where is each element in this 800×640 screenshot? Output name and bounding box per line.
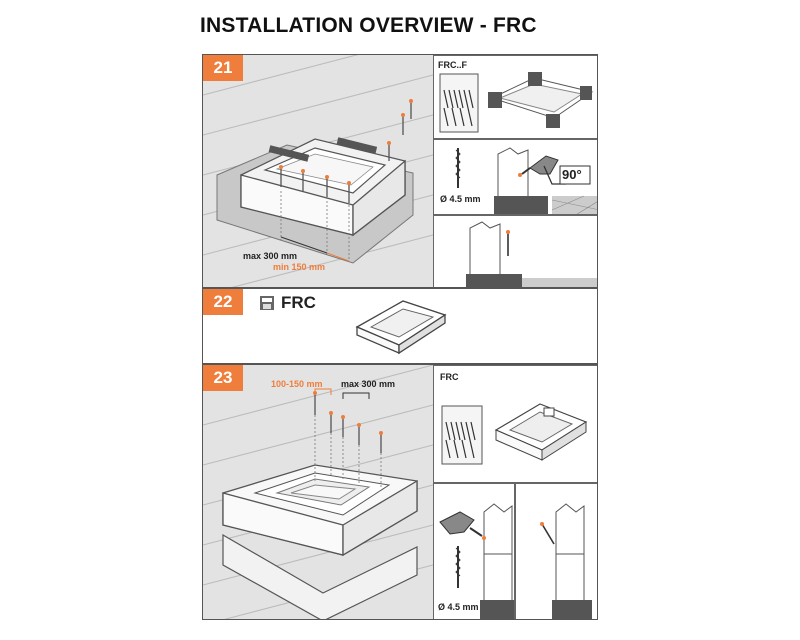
angle-label: 90° <box>562 167 582 182</box>
step-23-main-illustration <box>203 365 433 619</box>
product-box-icon <box>260 296 274 310</box>
min-spacing-label: min 150 mm <box>273 262 326 272</box>
drill-illustration <box>455 147 597 214</box>
step-21-drill-subpanel: Ø 4.5 mm 90° <box>433 139 597 215</box>
screw-pack-and-frame-icon <box>441 403 588 465</box>
frc-frame-illustration <box>355 300 447 355</box>
drill-size-label: Ø 4.5 mm <box>440 194 481 204</box>
step-23-kit-subpanel: FRC <box>433 365 597 483</box>
step-number-badge: 23 <box>203 365 243 391</box>
kit-label: FRC..F <box>438 60 467 70</box>
drill-size-label: Ø 4.5 mm <box>438 602 479 612</box>
step-21-main-illustration <box>203 55 433 287</box>
screw-pack-icon <box>439 72 594 133</box>
edge-distance-label: 100-150 mm <box>271 379 323 389</box>
step-21-panel: 21 <box>202 54 598 288</box>
drill-illustration <box>439 503 514 619</box>
screw-in-illustration <box>540 503 592 619</box>
step-21-kit-subpanel: FRC..F <box>433 55 597 139</box>
max-spacing-label: max 300 mm <box>341 379 396 389</box>
max-spacing-label: max 300 mm <box>243 251 298 261</box>
step-number-badge: 22 <box>203 289 243 315</box>
step-23-screw-subpanel <box>515 483 597 619</box>
product-name: FRC <box>281 293 316 312</box>
product-label: FRC <box>259 293 316 313</box>
step-21-screw-subpanel <box>433 215 597 287</box>
page-title: INSTALLATION OVERVIEW - FRC <box>200 14 537 37</box>
step-number-badge: 21 <box>203 55 243 81</box>
step-23-drill-subpanel: Ø 4.5 mm <box>433 483 515 619</box>
screw-in-illustration <box>466 221 597 287</box>
step-23-panel: 23 100 <box>202 364 598 620</box>
step-22-panel: 22 FRC <box>202 288 598 364</box>
kit-label: FRC <box>440 372 459 382</box>
